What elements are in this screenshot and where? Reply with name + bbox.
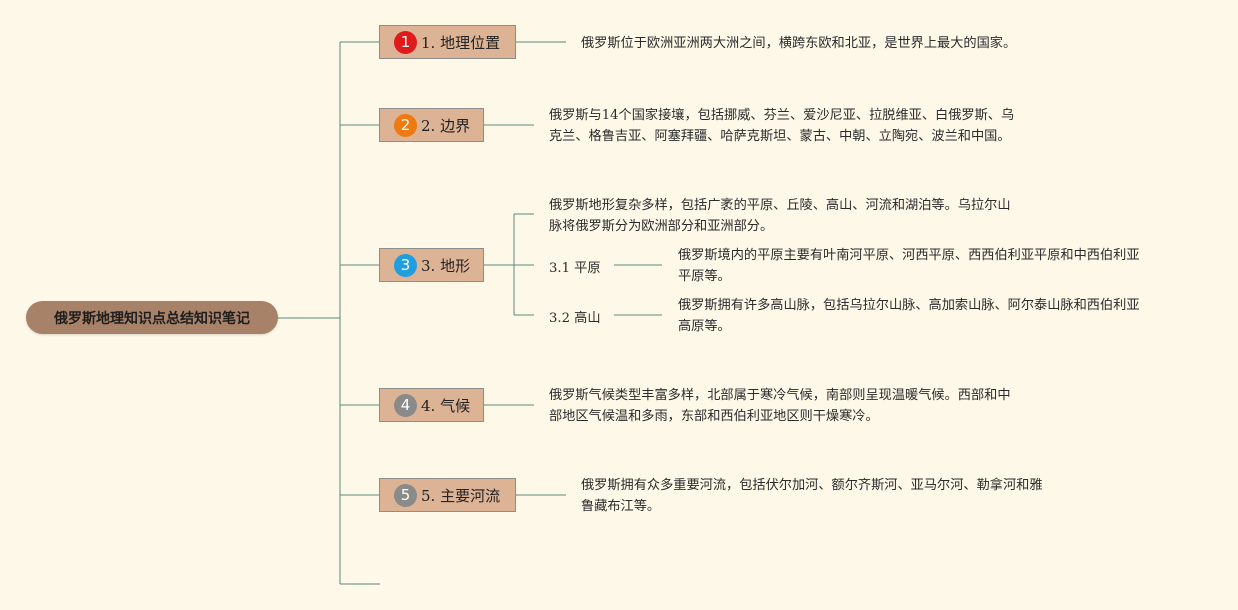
topic-geographic-location[interactable]: 1 1. 地理位置 (379, 25, 516, 59)
topic-description: 俄罗斯与14个国家接壤，包括挪威、芬兰、爱沙尼亚、拉脱维亚、白俄罗斯、乌 克兰、… (549, 108, 1015, 144)
topic-description: 俄罗斯拥有众多重要河流，包括伏尔加河、额尔齐斯河、亚马尔河、勒拿河和雅 鲁藏布江… (581, 478, 1043, 514)
topic-terrain[interactable]: 3 3. 地形 (379, 248, 484, 282)
topic-label: 5. 主要河流 (421, 486, 501, 505)
number-4-icon: 4 (394, 393, 417, 417)
root-node[interactable]: 俄罗斯地理知识点总结知识笔记 (26, 301, 278, 334)
topic-description: 俄罗斯地形复杂多样，包括广袤的平原、丘陵、高山、河流和湖泊等。乌拉尔山 脉将俄罗… (549, 198, 1011, 234)
topic-borders[interactable]: 2 2. 边界 (379, 108, 484, 142)
topic-description: 俄罗斯气候类型丰富多样，北部属于寒冷气候，南部则呈现温暖气候。西部和中 部地区气… (549, 388, 1011, 424)
number-2-icon: 2 (394, 113, 417, 137)
subtopic-plains[interactable]: 3.1 平原 (549, 261, 601, 276)
number-5-icon: 5 (394, 483, 417, 507)
topic-description: 俄罗斯位于欧洲亚洲两大洲之间，横跨东欧和北亚，是世界上最大的国家。 (581, 36, 1017, 51)
subtopic-mountains[interactable]: 3.2 高山 (549, 311, 601, 326)
topic-climate[interactable]: 4 4. 气候 (379, 388, 484, 422)
root-label: 俄罗斯地理知识点总结知识笔记 (54, 310, 250, 327)
subtopic-description: 俄罗斯拥有许多高山脉，包括乌拉尔山脉、高加索山脉、阿尔泰山脉和西伯利亚 高原等。 (678, 298, 1140, 334)
topic-label: 1. 地理位置 (421, 33, 501, 52)
topic-label: 2. 边界 (421, 116, 471, 135)
number-3-icon: 3 (394, 253, 417, 277)
topic-label: 3. 地形 (421, 256, 471, 275)
topic-major-rivers[interactable]: 5 5. 主要河流 (379, 478, 516, 512)
number-1-icon: 1 (394, 30, 417, 54)
subtopic-description: 俄罗斯境内的平原主要有叶南河平原、河西平原、西西伯利亚平原和中西伯利亚 平原等。 (678, 248, 1140, 284)
topic-label: 4. 气候 (421, 396, 471, 415)
